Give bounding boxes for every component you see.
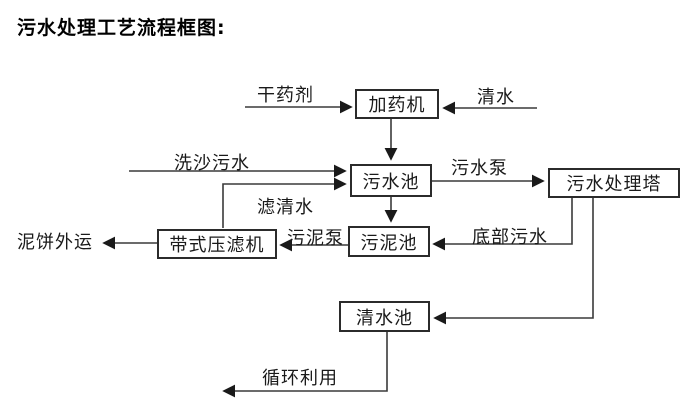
node-sewage-pool: 污水池 <box>350 164 432 197</box>
edge-label-dry-agent: 干药剂 <box>257 85 314 106</box>
edge-bottom-sewage-line <box>432 198 573 251</box>
node-dosing-machine: 加药机 <box>355 89 439 119</box>
diagram-title: 污水处理工艺流程框图: <box>17 17 226 39</box>
edge-label-clean-water: 清水 <box>477 87 515 108</box>
edge-label-mud-cake-out: 泥饼外运 <box>17 232 93 253</box>
edge-label-sewage-pump: 污水泵 <box>451 158 508 179</box>
edge-recycle-line <box>222 332 388 398</box>
node-treatment-tower: 污水处理塔 <box>548 168 680 198</box>
edge-label-bottom-sewage: 底部污水 <box>472 227 548 248</box>
node-belt-filter-press: 带式压滤机 <box>157 229 277 259</box>
edge-filtered-water-line <box>222 177 347 228</box>
edge-label-recycle: 循环利用 <box>262 368 338 389</box>
node-sludge-pool: 污泥池 <box>348 226 430 257</box>
node-clean-water-pool: 清水池 <box>339 301 430 332</box>
edge-label-sludge-pump: 污泥泵 <box>287 228 344 249</box>
edge-tower-to-clean-water-pool-line <box>433 198 594 325</box>
edge-label-filtered-water: 滤清水 <box>257 197 314 218</box>
edge-label-sand-washing-sewage: 洗沙污水 <box>174 153 250 174</box>
